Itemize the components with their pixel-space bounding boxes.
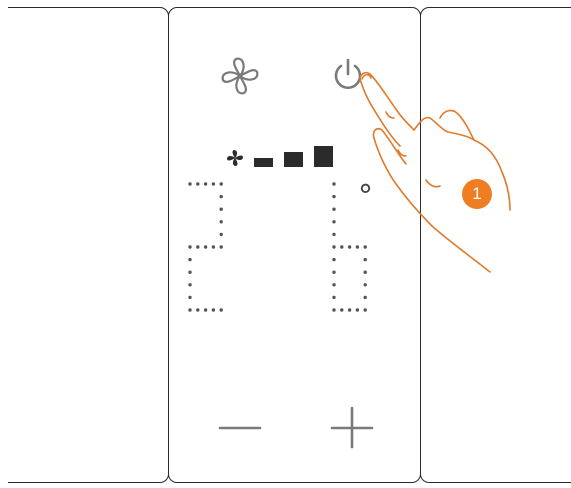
thermostat-front-panel [168, 7, 421, 483]
power-icon[interactable] [331, 57, 365, 93]
fan-speed-bar [314, 146, 333, 167]
plus-button[interactable] [330, 405, 374, 449]
fan-speed-indicator [252, 144, 342, 169]
step-callout: 1 [462, 179, 492, 209]
fan-speed-bar [254, 158, 273, 167]
temperature-display: ° [188, 180, 408, 320]
fan-speed-bar [284, 152, 303, 167]
right-side-panel [420, 7, 571, 483]
minus-button[interactable] [218, 422, 262, 434]
fan-icon[interactable] [219, 55, 261, 97]
pointing-hand [340, 60, 560, 290]
left-side-panel [8, 7, 169, 483]
fan-small-icon [226, 149, 244, 167]
degree-symbol: ° [358, 180, 373, 214]
temperature-digit [332, 182, 367, 312]
temperature-digit [188, 182, 223, 312]
